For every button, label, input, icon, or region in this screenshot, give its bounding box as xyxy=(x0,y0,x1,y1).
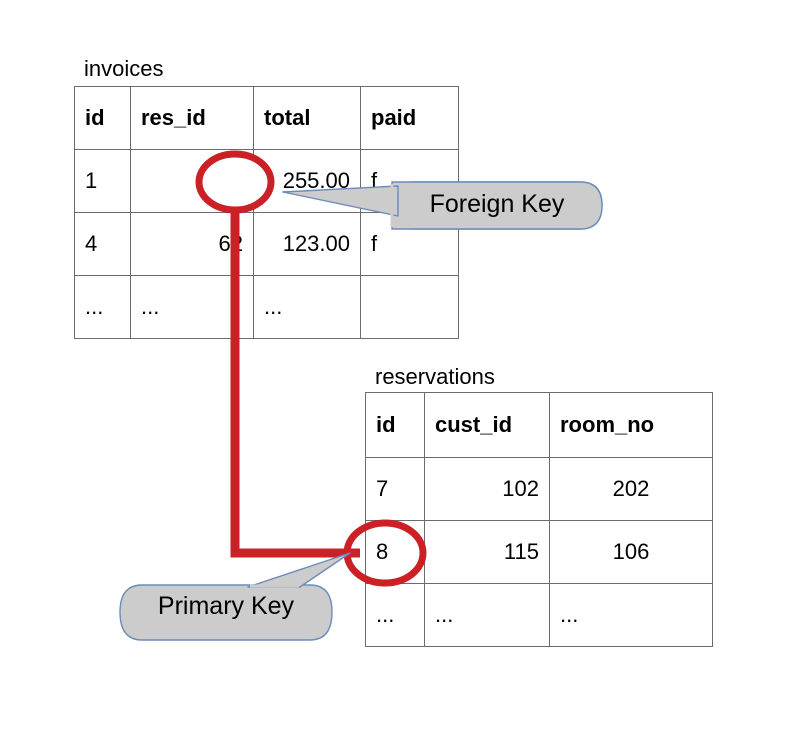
invoices-table-title: invoices xyxy=(84,56,164,81)
cell-reservations-room-no: 106 xyxy=(549,520,713,584)
reservations-table: id cust_id room_no 7 102 202 8 115 106 .… xyxy=(365,392,713,647)
column-header-cust-id: cust_id xyxy=(424,392,550,458)
reservations-table-title: reservations xyxy=(375,364,495,389)
foreign-key-callout-label: Foreign Key xyxy=(429,190,565,218)
column-header-res-id: res_id xyxy=(130,86,254,150)
cell-invoices-total: 123.00 xyxy=(253,212,361,276)
foreign-key-callout-body[interactable] xyxy=(391,181,603,230)
cell-invoices-paid xyxy=(360,275,459,339)
table-row: 8 115 106 xyxy=(365,520,713,584)
cell-reservations-id: ... xyxy=(365,583,425,647)
cell-reservations-cust-id: 102 xyxy=(424,457,550,521)
column-header-room-no: room_no xyxy=(549,392,713,458)
column-header-total: total xyxy=(253,86,361,150)
cell-invoices-total: 255.00 xyxy=(253,149,361,213)
cell-invoices-res-id: 8 xyxy=(130,149,254,213)
table-row: ... ... ... xyxy=(74,275,459,339)
primary-key-callout-label: Primary Key xyxy=(157,592,295,620)
column-header-id: id xyxy=(74,86,131,150)
cell-invoices-id: 1 xyxy=(74,149,131,213)
cell-invoices-res-id: ... xyxy=(130,275,254,339)
cell-reservations-id: 7 xyxy=(365,457,425,521)
table-row: 7 102 202 xyxy=(365,457,713,521)
cell-reservations-id: 8 xyxy=(365,520,425,584)
cell-invoices-id: 4 xyxy=(74,212,131,276)
column-header-id: id xyxy=(365,392,425,458)
cell-invoices-res-id: 62 xyxy=(130,212,254,276)
cell-invoices-id: ... xyxy=(74,275,131,339)
table-header-row: id res_id total paid xyxy=(74,86,459,150)
cell-reservations-room-no: ... xyxy=(549,583,713,647)
table-row: ... ... ... xyxy=(365,583,713,647)
column-header-paid: paid xyxy=(360,86,459,150)
cell-reservations-room-no: 202 xyxy=(549,457,713,521)
cell-reservations-cust-id: 115 xyxy=(424,520,550,584)
cell-reservations-cust-id: ... xyxy=(424,583,550,647)
table-header-row: id cust_id room_no xyxy=(365,392,713,458)
primary-key-callout-tail xyxy=(247,552,351,588)
cell-invoices-total: ... xyxy=(253,275,361,339)
primary-key-callout-body[interactable] xyxy=(119,584,333,641)
